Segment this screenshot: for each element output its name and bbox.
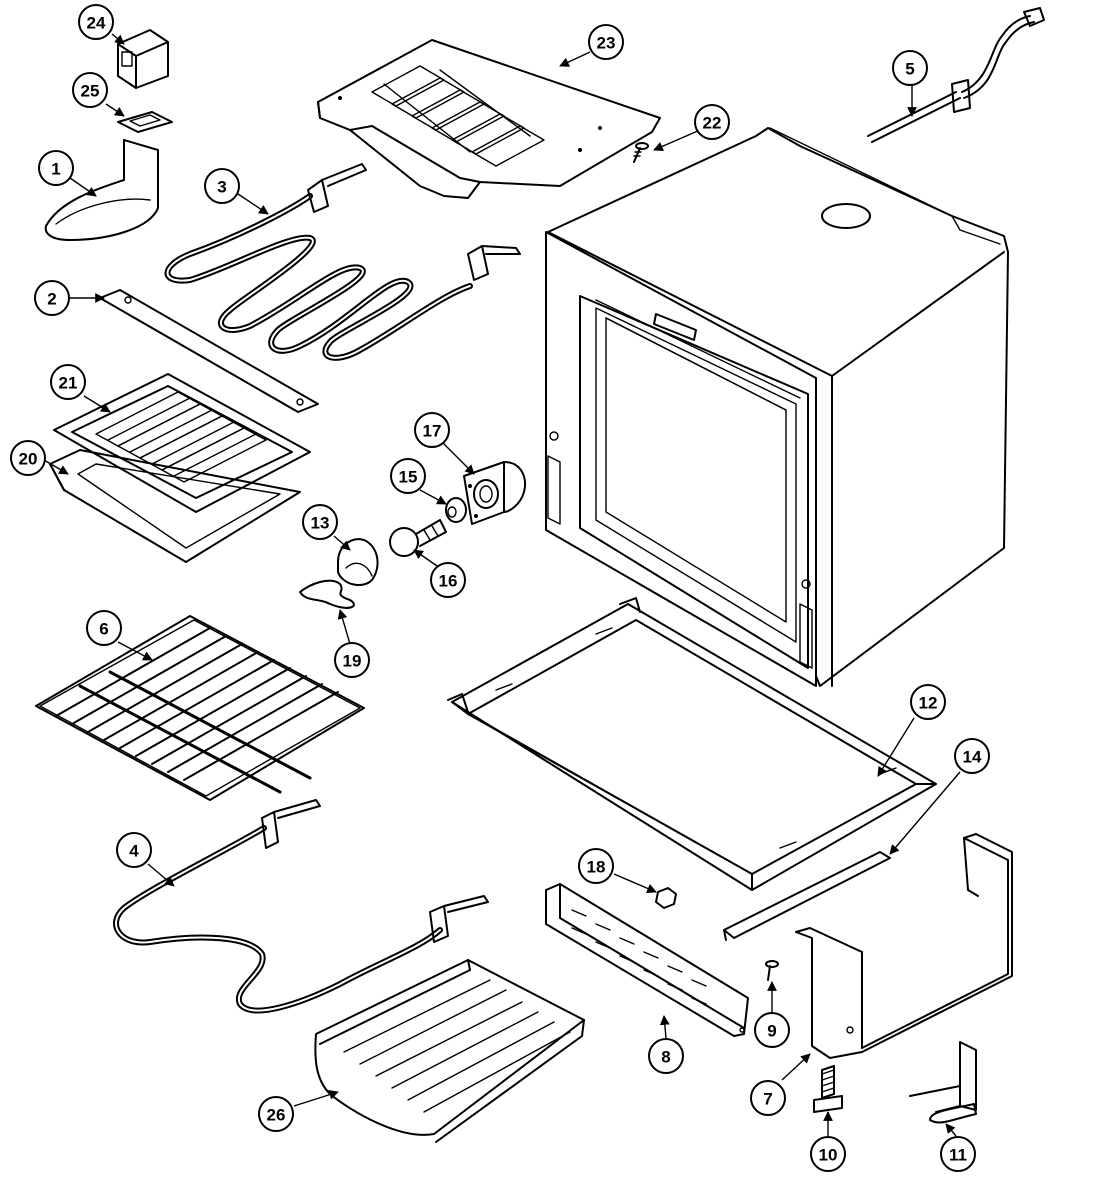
part-2-strip xyxy=(99,289,319,413)
callout-15: 15 xyxy=(390,458,426,494)
part-6-rack xyxy=(35,615,365,801)
part-20-pan xyxy=(49,449,301,563)
callout-10: 10 xyxy=(810,1136,846,1172)
svg-text:20: 20 xyxy=(19,450,38,469)
callout-6: 6 xyxy=(86,610,122,646)
part-16-bulb xyxy=(389,519,447,557)
part-12-tray xyxy=(447,597,937,891)
part-8-panel xyxy=(545,883,749,1037)
callout-3: 3 xyxy=(204,168,240,204)
part-24-housing xyxy=(117,29,169,89)
callout-25: 25 xyxy=(72,72,108,108)
part-11-bracket xyxy=(909,1041,977,1124)
callout-14: 14 xyxy=(954,738,990,774)
svg-text:6: 6 xyxy=(99,620,108,639)
callout-13: 13 xyxy=(302,504,338,540)
leader-lines xyxy=(43,33,961,1137)
callout-24: 24 xyxy=(78,4,114,40)
svg-text:21: 21 xyxy=(59,374,78,393)
svg-text:12: 12 xyxy=(919,694,938,713)
callout-22: 22 xyxy=(694,104,730,140)
svg-text:19: 19 xyxy=(343,652,362,671)
callout-1: 1 xyxy=(38,150,74,186)
svg-text:24: 24 xyxy=(87,14,106,33)
svg-text:1: 1 xyxy=(51,160,60,179)
part-10-leg xyxy=(813,1065,843,1113)
callout-11: 11 xyxy=(940,1136,976,1172)
part-15-socket xyxy=(445,497,467,523)
svg-text:5: 5 xyxy=(905,60,914,79)
callout-9: 9 xyxy=(754,1012,790,1048)
svg-text:23: 23 xyxy=(597,34,616,53)
svg-text:18: 18 xyxy=(587,858,606,877)
callout-2: 2 xyxy=(34,280,70,316)
svg-text:25: 25 xyxy=(81,82,100,101)
part-19-clip xyxy=(299,579,355,609)
part-23-top-panel xyxy=(317,39,661,199)
svg-text:13: 13 xyxy=(311,514,330,533)
callout-12: 12 xyxy=(910,684,946,720)
oven-cavity xyxy=(545,127,1009,687)
part-7-bracket xyxy=(795,833,1013,1059)
svg-text:16: 16 xyxy=(439,572,458,591)
callout-21: 21 xyxy=(50,364,86,400)
svg-text:22: 22 xyxy=(703,114,722,133)
callout-8: 8 xyxy=(648,1038,684,1074)
part-3-broil-element xyxy=(164,163,521,361)
svg-text:11: 11 xyxy=(949,1146,967,1165)
part-22-screw xyxy=(633,142,649,163)
callout-7: 7 xyxy=(750,1080,786,1116)
callout-4: 4 xyxy=(116,832,152,868)
callout-17: 17 xyxy=(414,412,450,448)
callout-20: 20 xyxy=(10,440,46,476)
part-21-grate xyxy=(53,373,311,513)
callout-5: 5 xyxy=(892,50,928,86)
part-18-nut xyxy=(655,887,677,909)
callout-18: 18 xyxy=(578,848,614,884)
svg-text:7: 7 xyxy=(763,1090,772,1109)
part-9-screw xyxy=(765,960,779,981)
svg-text:9: 9 xyxy=(767,1022,776,1041)
part-4-bake-element xyxy=(113,799,489,1014)
svg-text:3: 3 xyxy=(217,178,226,197)
svg-text:4: 4 xyxy=(129,842,139,861)
svg-text:8: 8 xyxy=(661,1048,670,1067)
svg-text:14: 14 xyxy=(963,748,982,767)
svg-text:26: 26 xyxy=(267,1106,286,1125)
svg-text:15: 15 xyxy=(399,468,418,487)
part-14-rail xyxy=(723,851,891,941)
svg-text:17: 17 xyxy=(423,422,442,441)
callout-19: 19 xyxy=(334,642,370,678)
part-13-globe xyxy=(337,538,379,587)
part-26-roasting-rack xyxy=(314,959,585,1143)
svg-text:2: 2 xyxy=(47,290,56,309)
part-17-socket-housing xyxy=(463,461,526,525)
callout-26: 26 xyxy=(258,1096,294,1132)
callout-23: 23 xyxy=(588,24,624,60)
svg-text:10: 10 xyxy=(819,1146,838,1165)
callout-16: 16 xyxy=(430,562,466,598)
part-25-plate xyxy=(117,111,173,133)
